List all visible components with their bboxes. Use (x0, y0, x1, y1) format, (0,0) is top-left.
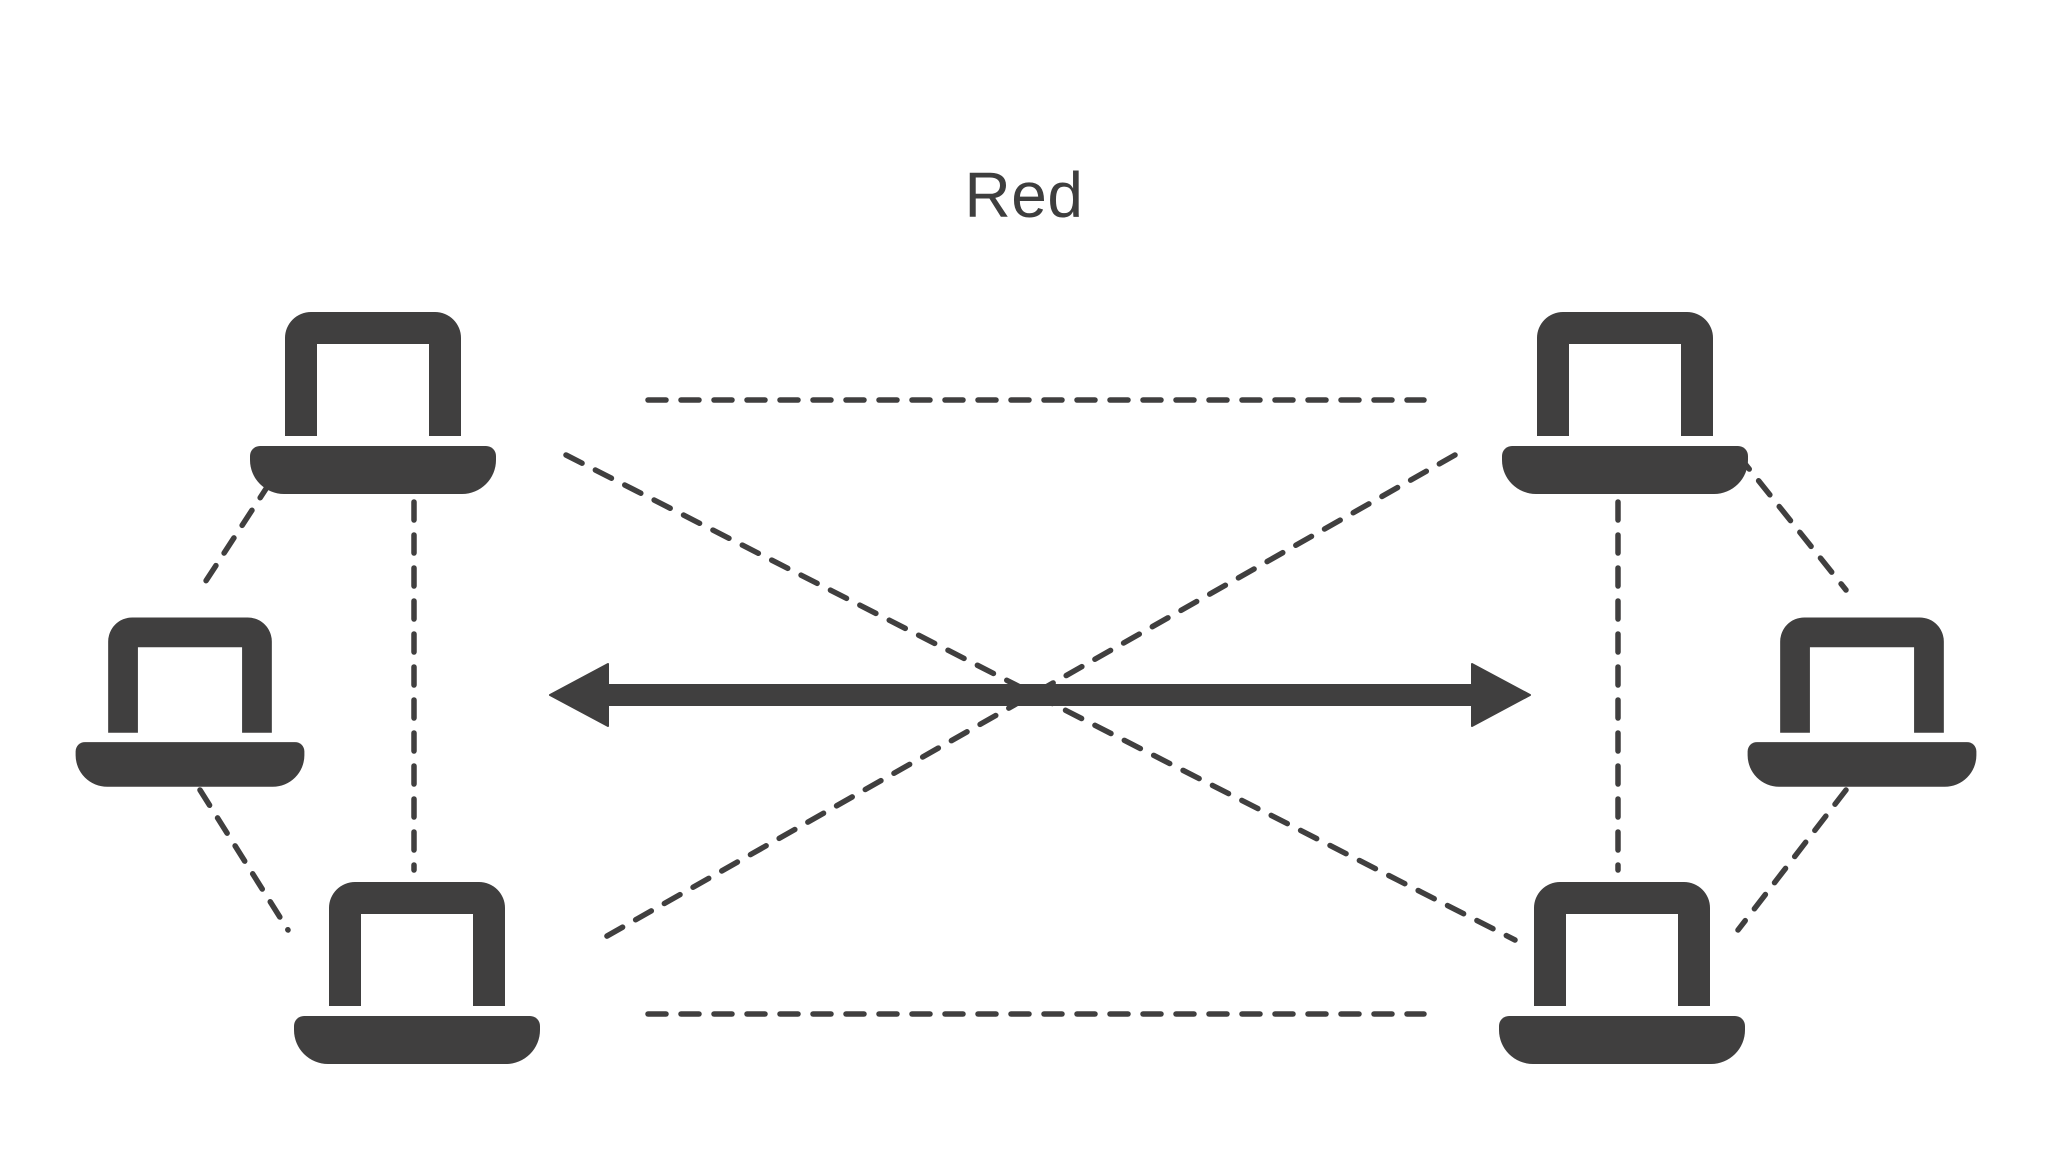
link-midright-bottomright (1735, 787, 1849, 933)
page-title: Red (964, 159, 1084, 231)
node-middle-right[interactable] (1747, 617, 1977, 787)
node-middle-left[interactable] (75, 617, 305, 787)
node-top-right[interactable] (1502, 312, 1748, 494)
node-top-left[interactable] (250, 312, 496, 494)
bidirectional-arrow (549, 663, 1531, 727)
arrow-layer (549, 663, 1531, 727)
node-bottom-right[interactable] (1499, 882, 1745, 1064)
link-topright-bottomleft (597, 452, 1458, 943)
link-topright-midright (1735, 452, 1849, 593)
link-midleft-bottomleft (197, 787, 291, 933)
node-bottom-left[interactable] (294, 882, 540, 1064)
link-topleft-midleft (197, 452, 291, 593)
